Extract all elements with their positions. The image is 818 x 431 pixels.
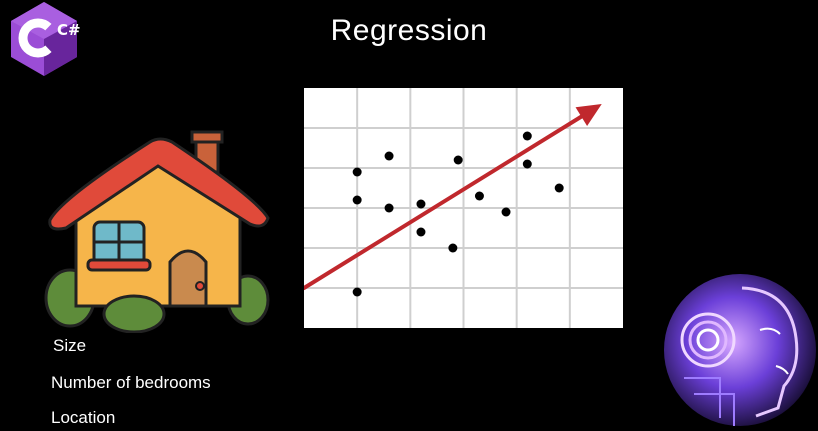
- logo-text: C#: [57, 21, 81, 39]
- data-point: [453, 155, 463, 165]
- data-point: [416, 227, 426, 237]
- data-point: [448, 243, 458, 253]
- data-point: [352, 195, 362, 205]
- data-point: [384, 151, 394, 161]
- chart-grid: [304, 88, 623, 328]
- regression-chart: [304, 88, 623, 328]
- data-point: [352, 167, 362, 177]
- slide-title: Regression: [330, 14, 488, 47]
- trend-line: [304, 114, 584, 290]
- data-point: [416, 199, 426, 209]
- house-icon: [44, 130, 270, 333]
- ai-robot-head-icon: [664, 274, 816, 426]
- csharp-logo-icon: C#: [11, 2, 81, 76]
- data-point: [501, 207, 511, 217]
- data-point: [474, 191, 484, 201]
- data-point: [384, 203, 394, 213]
- chart-points: [352, 131, 564, 297]
- data-point: [522, 131, 532, 141]
- data-point: [554, 183, 564, 193]
- feature-size: Size: [53, 336, 87, 355]
- data-point: [522, 159, 532, 169]
- feature-bedrooms: Number of bedrooms: [51, 373, 211, 392]
- data-point: [352, 287, 362, 297]
- feature-location: Location: [51, 408, 116, 427]
- trend-arrowhead: [575, 104, 602, 126]
